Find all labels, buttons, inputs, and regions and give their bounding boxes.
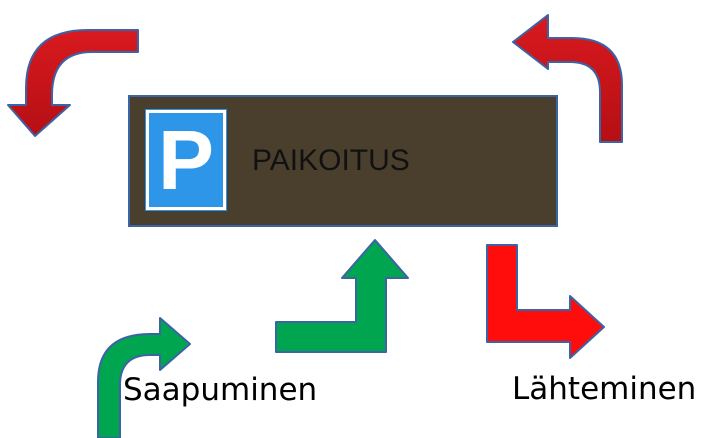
- exit-arrow: [486, 244, 605, 359]
- top-left-curved-arrow: [7, 29, 139, 137]
- parking-sign-icon: P: [145, 109, 227, 211]
- arrival-label: Saapuminen: [123, 372, 318, 408]
- bottom-left-entry-arrow: [97, 317, 191, 438]
- departure-label: Lähteminen: [512, 371, 697, 407]
- top-right-curved-arrow: [512, 14, 623, 143]
- center-entry-arrow: [275, 239, 409, 353]
- parking-label: PAIKOITUS: [252, 144, 410, 177]
- parking-box: P PAIKOITUS: [128, 95, 558, 227]
